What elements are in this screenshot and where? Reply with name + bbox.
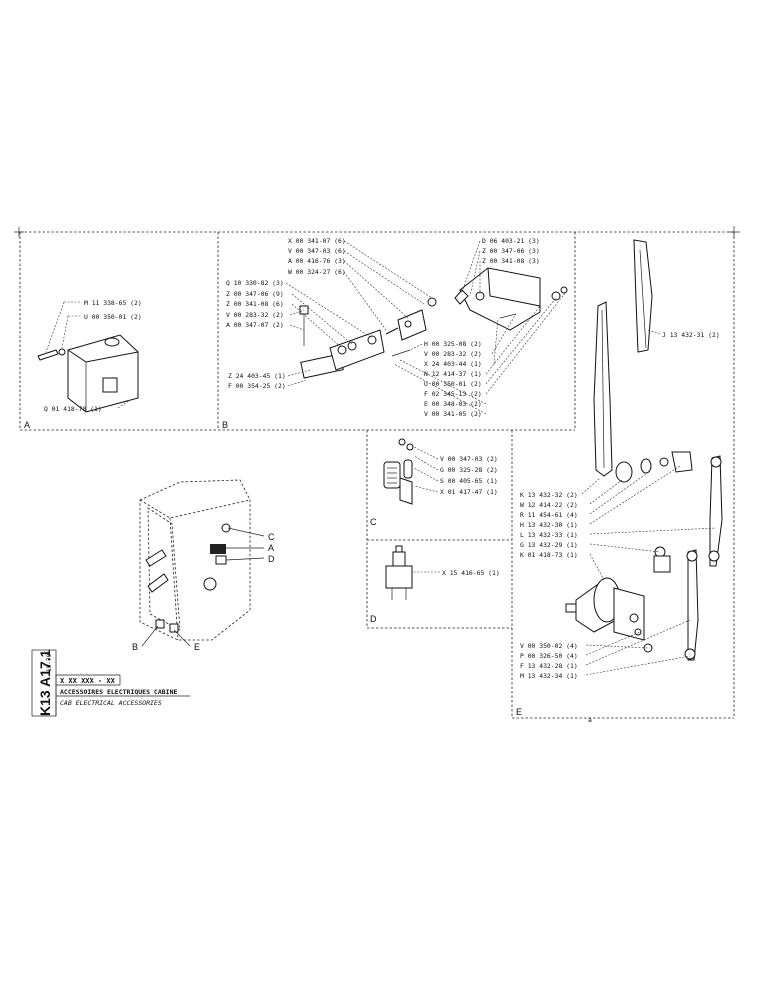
part-b-z24403: Z 24 403-45 (1) xyxy=(228,372,286,380)
part-c-g00325: G 00 325-28 (2) xyxy=(440,466,498,474)
section-b-drawing xyxy=(299,267,568,379)
section-a-leaders xyxy=(45,301,131,409)
part-b-z00347: Z 00 347-06 (9) xyxy=(226,290,284,298)
section-b-leaders xyxy=(285,240,567,415)
part-b-x24403: X 24 403-44 (1) xyxy=(424,360,482,368)
sheet-date: 10-79 xyxy=(46,654,53,672)
part-e-w12414: W 12 414-22 (2) xyxy=(520,501,578,509)
section-label-b: B xyxy=(222,420,228,430)
part-b-v00283: V 00 283-32 (2) xyxy=(226,311,284,319)
part-b-e00348: E 00 348-03 (2) xyxy=(424,400,482,408)
part-e-m13432: M 13 432-34 (1) xyxy=(520,672,578,680)
part-b-u00350: U 00 350-01 (2) xyxy=(424,380,482,388)
part-e-f13432: F 13 432-28 (1) xyxy=(520,662,578,670)
part-c-x01417: X 01 417-47 (1) xyxy=(440,488,498,496)
part-b-f02345: F 02 345-13 (2) xyxy=(424,390,482,398)
part-b-d06403: D 06 403-21 (3) xyxy=(482,237,540,245)
part-e-p00326: P 00 326-50 (4) xyxy=(520,652,578,660)
footnote-mark: a xyxy=(588,716,592,724)
sheet-ref: X XX XXX - XX xyxy=(60,677,116,685)
part-e-k13432: K 13 432-32 (2) xyxy=(520,491,578,499)
part-e-v00350: V 00 350-02 (4) xyxy=(520,642,578,650)
section-label-a: A xyxy=(24,420,30,430)
sheet-title-en: CAB ELECTRICAL ACCESSORIES xyxy=(60,699,162,707)
part-b-v00341: V 00 341-05 (2) xyxy=(424,410,482,418)
part-a-m11338: M 11 338-65 (2) xyxy=(84,299,142,307)
part-b-n12414: N 12 414-37 (1) xyxy=(424,370,482,378)
section-a-drawing xyxy=(37,334,139,413)
section-c-leaders xyxy=(411,445,439,493)
section-label-e: E xyxy=(516,707,522,717)
section-label-d: D xyxy=(370,614,377,624)
part-b-w00324: W 00 324-27 (6) xyxy=(288,268,346,276)
part-c-s00405: S 00 405-65 (1) xyxy=(440,477,498,485)
part-b-h00325: H 00 325-08 (2) xyxy=(424,340,482,348)
cab-callout-a: A xyxy=(268,543,274,553)
part-e-l13432: L 13 432-33 (1) xyxy=(520,531,578,539)
part-e-g13432: G 13 432-29 (1) xyxy=(520,541,578,549)
sheet-title-fr: ACCESSOIRES ELECTRIQUES CABINE xyxy=(60,688,177,696)
part-b-z00347-r: Z 00 347-06 (3) xyxy=(482,247,540,255)
cab-callout-b: B xyxy=(132,642,138,652)
part-e-k01418: K 01 418-73 (1) xyxy=(520,551,578,559)
part-b-z00341-r: Z 00 341-08 (3) xyxy=(482,257,540,265)
cab-callout-d: D xyxy=(268,554,275,564)
part-e-j13432: J 13 432-31 (2) xyxy=(662,331,720,339)
part-e-h13432: H 13 432-30 (1) xyxy=(520,521,578,529)
section-label-c: C xyxy=(370,517,377,527)
section-c-drawing xyxy=(383,438,414,505)
part-a-q01418: Q 01 418-78 (1) xyxy=(44,405,102,413)
cab-callout-leaders xyxy=(141,527,265,647)
part-a-u00350: U 00 350-01 (2) xyxy=(84,313,142,321)
cab-overview-drawing xyxy=(139,479,251,641)
part-c-v00347: V 00 347-03 (2) xyxy=(440,455,498,463)
part-b-f00354: F 00 354-25 (2) xyxy=(228,382,286,390)
part-b-x00341: X 00 341-07 (6) xyxy=(288,237,346,245)
sheet-code: K13 A17.1 xyxy=(37,649,53,716)
section-frames xyxy=(19,231,735,719)
part-b-a00416: A 00 416-76 (3) xyxy=(288,257,346,265)
cab-callout-e: E xyxy=(194,642,200,652)
part-b-a00347: A 00 347-07 (2) xyxy=(226,321,284,329)
cab-callout-c: C xyxy=(268,532,275,542)
part-b-v00283-r: V 00 283-32 (2) xyxy=(424,350,482,358)
title-block xyxy=(31,649,190,717)
part-b-v00347: V 00 347-03 (6) xyxy=(288,247,346,255)
part-d-x15416: X 15 416-65 (1) xyxy=(442,569,500,577)
section-e-leaders xyxy=(581,329,717,676)
part-b-q10330: Q 10 330-82 (3) xyxy=(226,279,284,287)
section-e-drawing xyxy=(565,239,723,661)
part-e-r11454: R 11 454-61 (4) xyxy=(520,511,578,519)
part-b-z00341: Z 00 341-08 (6) xyxy=(226,300,284,308)
section-d-drawing xyxy=(385,545,413,600)
